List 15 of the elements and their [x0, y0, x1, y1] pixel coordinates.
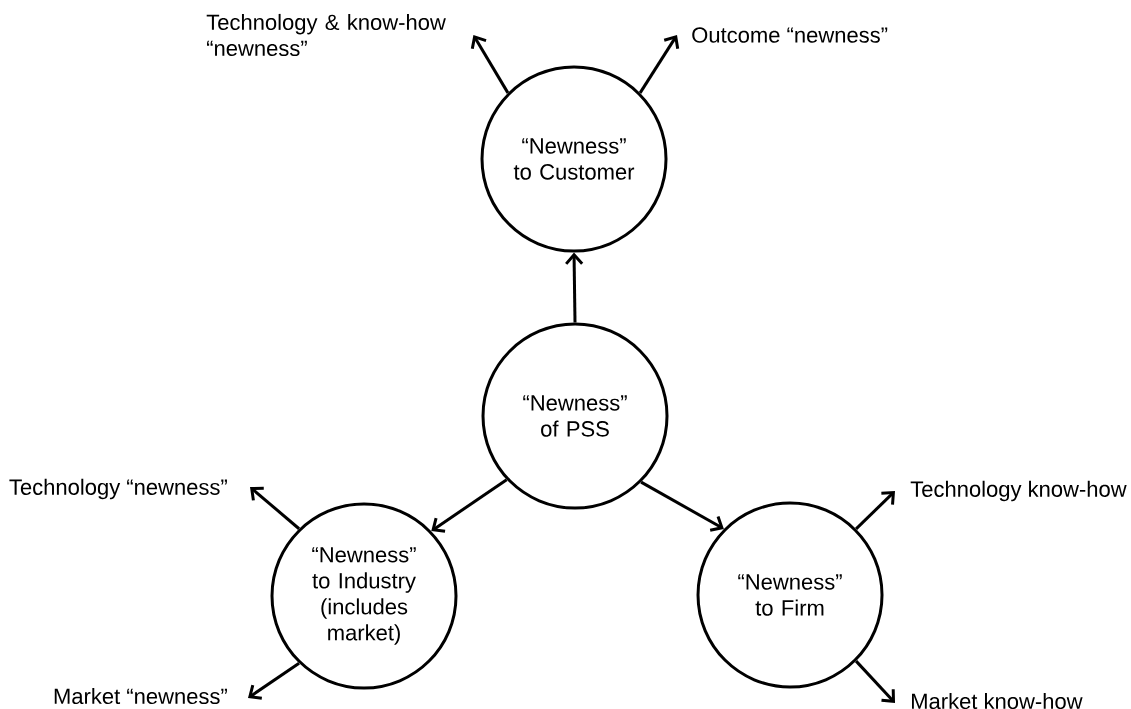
concept-label: Market know-how [912, 692, 1083, 709]
arrow [248, 662, 300, 700]
arrow [855, 660, 895, 703]
concept-label: Outcome “newness” [692, 27, 888, 43]
concept-label: Technology know-how [910, 480, 1127, 502]
arrow [638, 35, 680, 94]
arrow [250, 486, 301, 530]
concept-label: Market “newness” [54, 687, 227, 705]
arrow [640, 480, 724, 532]
arrow [855, 491, 895, 530]
concept-label: Technology “newness” [9, 478, 227, 500]
arrow [431, 478, 508, 533]
arrow [470, 35, 510, 94]
concept-label: Technology & know-how “newness” [206, 13, 446, 57]
arrow [565, 252, 584, 323]
